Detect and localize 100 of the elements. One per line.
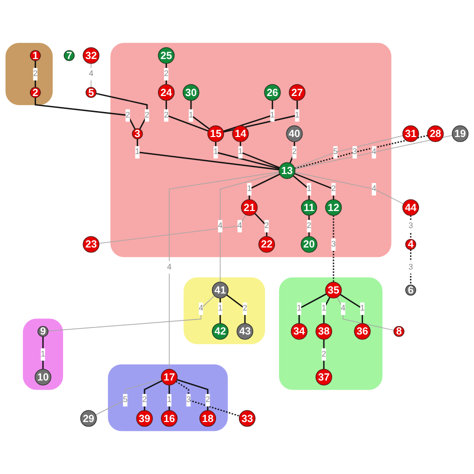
node-circle: 21 <box>241 199 258 216</box>
node-circle: 3 <box>132 128 143 140</box>
edge-label: 2 <box>144 110 150 120</box>
node-circle: 33 <box>238 410 256 427</box>
edge-label: 1 <box>135 148 140 156</box>
node-circle: 38 <box>316 323 332 340</box>
edge-label: 2 <box>322 350 326 359</box>
node-circle: 40 <box>286 125 303 142</box>
node-circle: 12 <box>325 199 342 216</box>
edge-label: 5 <box>333 148 338 156</box>
edge-label: 2 <box>33 69 38 78</box>
node-circle: 44 <box>402 199 420 216</box>
connector <box>176 380 240 417</box>
edge-label: 2 <box>164 110 169 120</box>
connector <box>95 378 162 416</box>
node-circle: 4 <box>405 238 416 250</box>
node-circle: 19 <box>452 125 468 142</box>
node-circle: 26 <box>264 84 281 101</box>
node-circle: 20 <box>300 236 318 253</box>
edge-label: 4 <box>167 262 172 272</box>
node-circle: 17 <box>160 368 178 386</box>
edge-label: 2 <box>126 110 130 120</box>
connector <box>220 172 280 283</box>
connector <box>48 295 215 332</box>
connector <box>223 100 274 132</box>
edge-label: 1 <box>247 184 252 194</box>
edge-label: 5 <box>123 395 128 404</box>
node-circle: 36 <box>354 323 371 340</box>
connector <box>410 249 412 286</box>
node-circle: 11 <box>301 199 318 216</box>
node-circle: 24 <box>158 84 175 101</box>
node-circle: 35 <box>325 282 342 298</box>
edge-label: 1 <box>306 184 312 194</box>
edge-label: 2 <box>264 221 269 230</box>
connector <box>340 294 364 324</box>
edge-label: 4 <box>340 304 346 313</box>
node-circle: 10 <box>34 368 52 386</box>
connector <box>254 212 268 236</box>
edge-label: 3 <box>186 395 191 404</box>
node-circle: 29 <box>80 410 97 427</box>
connector <box>176 378 208 410</box>
cluster <box>22 318 64 390</box>
node-circle: 1 <box>30 50 41 61</box>
node-circle: 14 <box>232 125 249 142</box>
edge-label: 4 <box>218 221 222 230</box>
edge-label: 4 <box>372 148 376 156</box>
edge-label: 3 <box>408 221 413 230</box>
node-circle: 28 <box>427 125 444 142</box>
cluster <box>110 42 392 258</box>
connector <box>336 296 394 331</box>
edge-label: 1 <box>167 395 172 404</box>
node-circle: 27 <box>288 84 306 101</box>
connector <box>168 171 280 370</box>
node-circle: 5 <box>86 87 97 98</box>
connector <box>144 380 162 410</box>
edge-label: 1 <box>213 148 218 156</box>
edge-label: 1 <box>270 110 275 120</box>
node-circle: 43 <box>236 323 254 340</box>
node-circle: 30 <box>182 84 200 101</box>
cluster <box>108 364 228 432</box>
node-circle: 34 <box>290 323 308 340</box>
connector <box>298 293 327 324</box>
connector <box>98 214 246 244</box>
edge-label: 2 <box>242 304 248 313</box>
connector <box>294 172 404 204</box>
connector <box>223 100 298 133</box>
node-circle: 6 <box>405 284 416 296</box>
edge-label: 4 <box>372 184 376 194</box>
node-circle: 18 <box>199 410 216 427</box>
connector <box>248 174 280 200</box>
edge-label: 2 <box>142 395 147 404</box>
connector <box>332 215 334 282</box>
node-circle: 37 <box>316 368 332 386</box>
node-circle: 22 <box>258 236 275 253</box>
cluster <box>6 42 53 106</box>
node-circle: 25 <box>158 47 175 64</box>
connector <box>294 172 334 200</box>
node-circle: 15 <box>207 125 224 142</box>
connector <box>294 135 404 168</box>
edge-label: 4 <box>88 69 94 78</box>
edge-label: 1 <box>218 304 222 313</box>
edge-label: 3 <box>408 262 413 272</box>
node-circle: 2 <box>30 87 41 98</box>
connector <box>226 294 246 324</box>
edge-label: 3 <box>331 240 336 249</box>
cluster <box>279 277 382 390</box>
node-circle: 39 <box>136 410 153 427</box>
edge-label: 4 <box>198 304 204 313</box>
edge-label: 2 <box>331 184 336 194</box>
edge-label: 2 <box>292 148 297 156</box>
node-circle: 13 <box>278 162 296 179</box>
connector <box>292 175 310 200</box>
edge-label: 2 <box>164 69 169 78</box>
edge-label: 4 <box>237 221 242 230</box>
connector <box>215 142 280 170</box>
connector <box>240 142 280 168</box>
edge-label: 1 <box>188 110 194 120</box>
edge-label: 1 <box>40 350 46 359</box>
connector <box>294 134 428 170</box>
edge-label: 1 <box>360 304 365 313</box>
